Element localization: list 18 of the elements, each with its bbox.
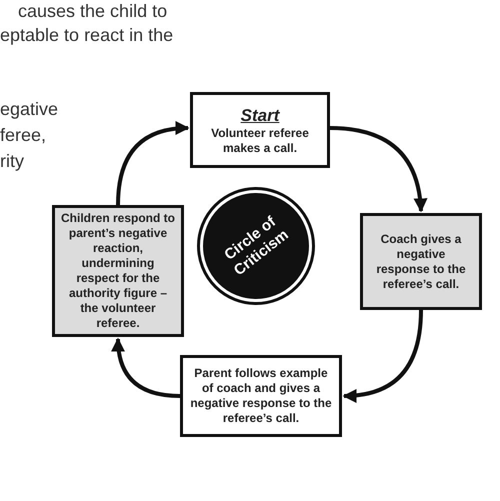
step-text: Coach gives a negative response to the referee’s call. — [375, 232, 467, 292]
cycle-arrow — [342, 310, 423, 402]
cycle-arrow — [112, 338, 180, 398]
text-fragment: eptable to react in the — [0, 24, 174, 46]
step-text: Volunteer referee makes a call. — [210, 126, 310, 156]
text-fragment: egative — [0, 98, 58, 120]
step-text: Parent follows example of coach and gives a negative response to the referee’s call. — [189, 366, 333, 426]
text-fragment: causes the child to — [18, 0, 168, 22]
cycle-arrow — [330, 126, 427, 212]
heading: Start — [240, 104, 280, 126]
step-box — [52, 205, 184, 337]
step-box — [360, 213, 482, 310]
start-step-box — [190, 92, 330, 168]
cycle-arrow — [116, 122, 190, 206]
step-box — [180, 355, 342, 437]
text-fragment: feree, — [0, 124, 46, 146]
text-fragment: rity — [0, 150, 24, 172]
step-text: Children respond to parent’s negative reaction, undermining respect for the authority figure – the volunteer referee. — [61, 211, 175, 331]
